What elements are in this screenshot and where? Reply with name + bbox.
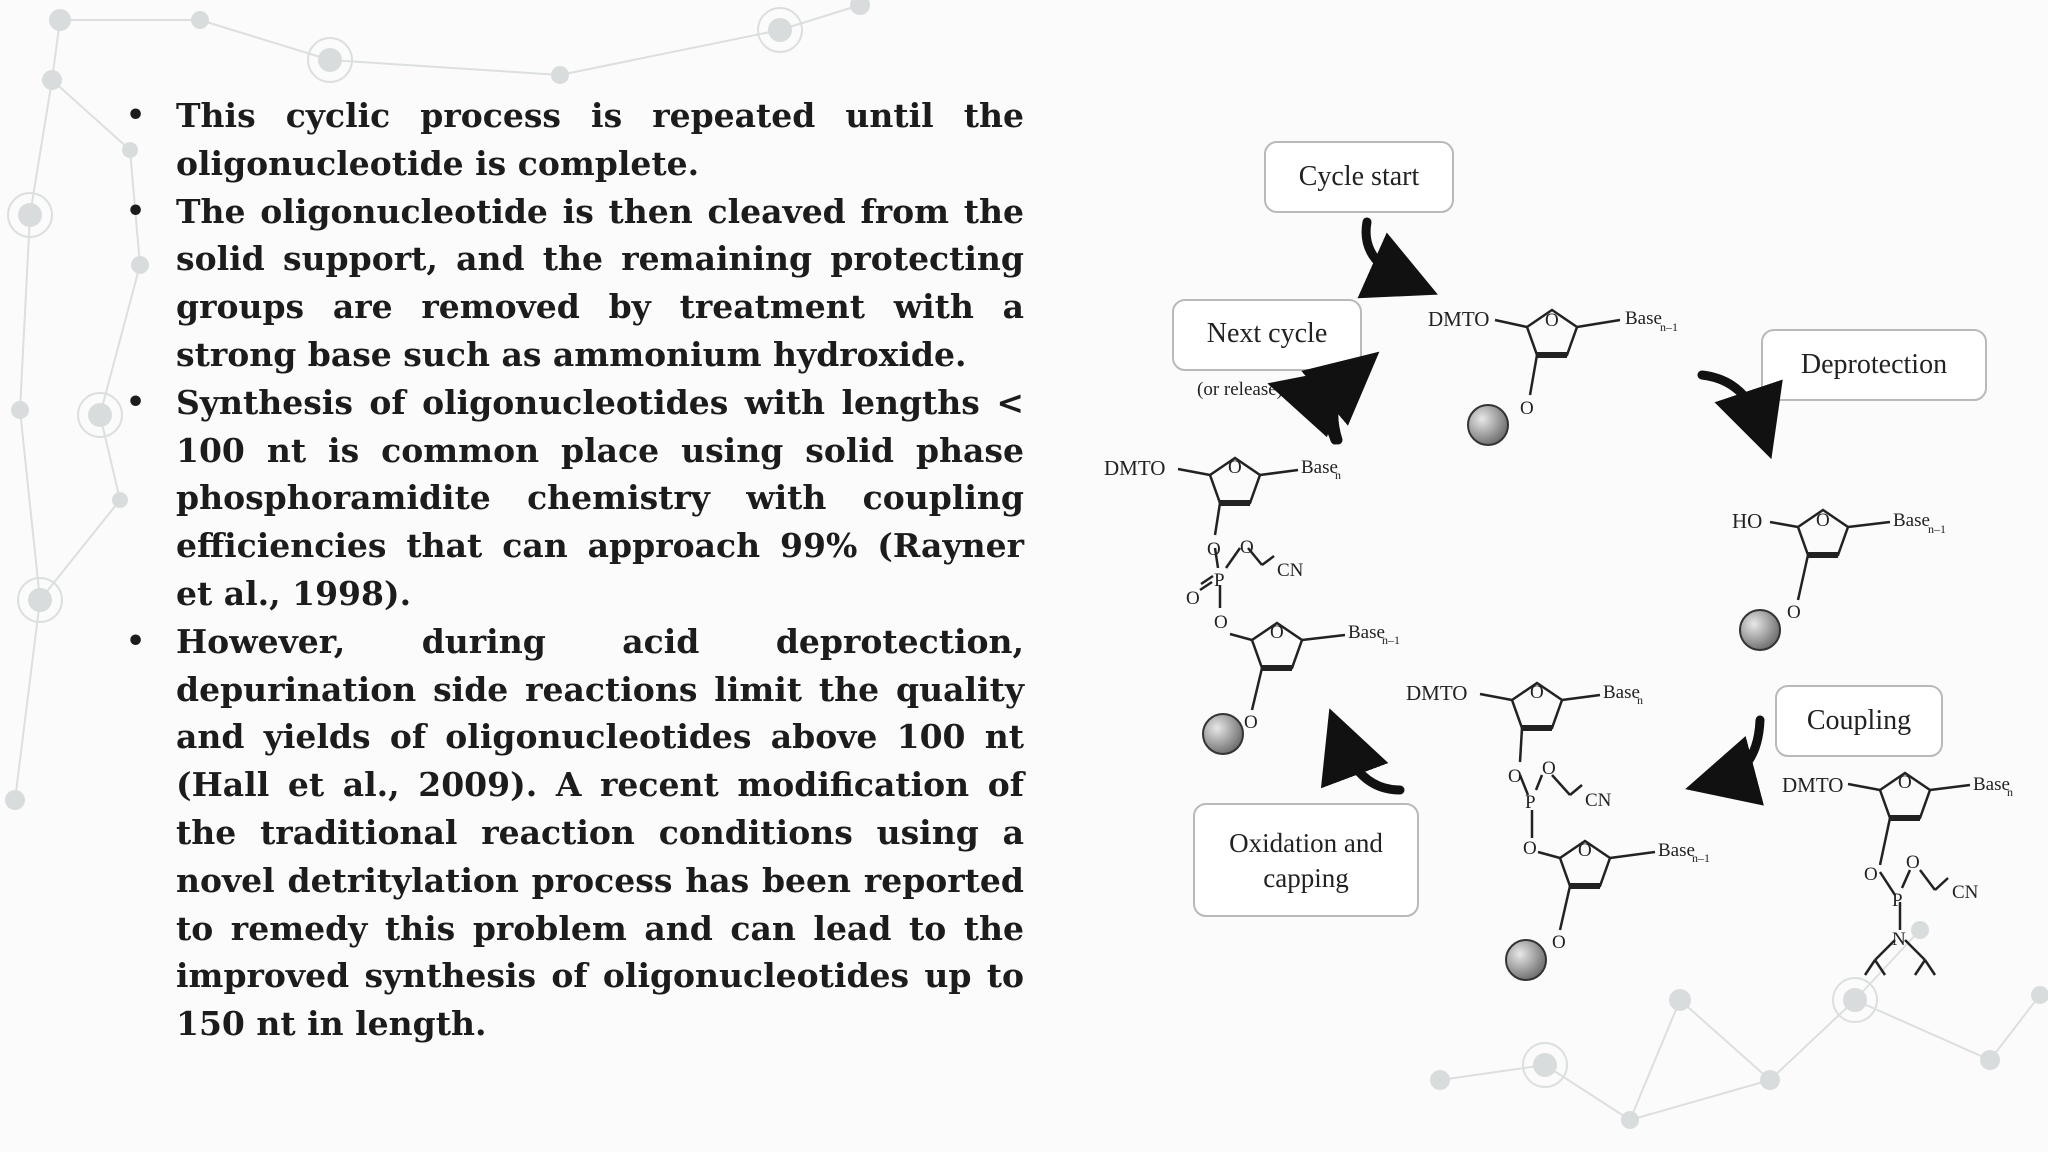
top-dmto: DMTO <box>1428 307 1489 331</box>
cycle-start-label: Cycle start <box>1299 161 1420 192</box>
left-base2: Base <box>1348 622 1385 643</box>
bullet-list: This cyclic process is repeated until th… <box>122 92 1024 1048</box>
top-ring-o: O <box>1545 310 1559 331</box>
left-o-double: O <box>1186 588 1200 609</box>
arrow-coupling <box>1685 715 1765 806</box>
right-ho: HO <box>1732 509 1762 533</box>
right-base-sub: n–1 <box>1928 522 1946 536</box>
coupled-base2-sub: n–1 <box>1692 851 1710 865</box>
coupling-p: P <box>1892 890 1903 911</box>
coupled-linker-o: O <box>1552 932 1566 953</box>
right-ring-o: O <box>1816 510 1830 531</box>
coupled-base-sub: n <box>1637 693 1643 707</box>
next-cycle-box: Next cycle <box>1172 299 1362 371</box>
bullet-item-3: Synthesis of oligonucleotides with lengt… <box>122 379 1024 618</box>
left-o2: O <box>1240 537 1254 558</box>
cycle-start-box: Cycle start <box>1264 141 1454 213</box>
top-base-sub: n–1 <box>1660 320 1678 334</box>
coupling-label: Coupling <box>1807 705 1911 736</box>
coupled-dmto: DMTO <box>1406 681 1467 705</box>
molecule-phosphoramidite <box>1847 771 1971 976</box>
bullet-item-2: The oligonucleotide is then cleaved from… <box>122 188 1024 379</box>
top-bead <box>1467 404 1509 446</box>
bullet-text-column: This cyclic process is repeated until th… <box>122 92 1024 1048</box>
oxidation-label-line1: Oxidation and <box>1229 828 1383 858</box>
arrow-next-cycle-right <box>1301 351 1380 445</box>
left-dmto: DMTO <box>1104 456 1165 480</box>
left-cn: CN <box>1277 560 1304 581</box>
coupling-o1: O <box>1864 864 1878 885</box>
left-o1: O <box>1207 539 1221 560</box>
coupled-bead <box>1505 939 1547 981</box>
left-linker-o: O <box>1244 712 1258 733</box>
coupled-cn: CN <box>1585 790 1612 811</box>
molecule-oxidized <box>1177 456 1346 711</box>
left-base2-sub: n–1 <box>1382 633 1400 647</box>
coupling-cn: CN <box>1952 882 1979 903</box>
coupled-base: Base <box>1603 682 1640 703</box>
coupling-base-sub: n <box>2007 785 2013 799</box>
left-bead <box>1202 713 1244 755</box>
deprotection-label: Deprotection <box>1801 349 1947 380</box>
coupled-ring-o: O <box>1530 682 1544 703</box>
right-base: Base <box>1893 510 1930 531</box>
arrow-oxidation <box>1320 708 1405 795</box>
coupled-p: P <box>1525 792 1536 813</box>
coupled-o2: O <box>1542 758 1556 779</box>
or-release-label: (or release) <box>1197 379 1283 400</box>
left-o3: O <box>1214 612 1228 633</box>
coupled-base2: Base <box>1658 840 1695 861</box>
molecule-top <box>1494 308 1621 396</box>
coupling-dmto: DMTO <box>1782 773 1843 797</box>
left-base-sub: n <box>1335 468 1341 482</box>
arrow-to-deprotection <box>1697 370 1783 460</box>
arrow-start-to-deprotection-substrate <box>1357 217 1438 299</box>
bullet-item-1: This cyclic process is repeated until th… <box>122 92 1024 188</box>
coupling-o2: O <box>1906 852 1920 873</box>
synthesis-cycle-diagram: Cycle start Next cycle (or release) Depr… <box>1080 130 2048 1010</box>
molecule-coupled <box>1479 681 1656 931</box>
coupled-ring-o2: O <box>1578 840 1592 861</box>
left-base: Base <box>1301 457 1338 478</box>
coupling-base: Base <box>1973 774 2010 795</box>
right-bead <box>1739 609 1781 651</box>
deprotection-box: Deprotection <box>1761 329 1987 401</box>
left-ring-o2: O <box>1270 622 1284 643</box>
coupling-box: Coupling <box>1775 685 1943 757</box>
top-linker-o: O <box>1520 398 1534 419</box>
molecule-deprotected <box>1769 508 1891 601</box>
oxidation-label-line2: capping <box>1263 863 1348 893</box>
left-p: P <box>1214 570 1225 591</box>
coupling-n: N <box>1892 929 1906 950</box>
oxidation-capping-box: Oxidation and capping <box>1193 803 1419 917</box>
coupled-o3: O <box>1523 838 1537 859</box>
bullet-item-4: However, during acid deprotection, depur… <box>122 618 1024 1048</box>
next-cycle-label: Next cycle <box>1207 318 1328 349</box>
arrow-next-cycle-left <box>1267 367 1347 445</box>
left-ring-o: O <box>1228 457 1242 478</box>
top-base: Base <box>1625 308 1662 329</box>
coupled-o1: O <box>1508 766 1522 787</box>
coupling-ring-o: O <box>1898 772 1912 793</box>
cycle-arrows <box>1267 217 1783 806</box>
right-linker-o: O <box>1787 602 1801 623</box>
